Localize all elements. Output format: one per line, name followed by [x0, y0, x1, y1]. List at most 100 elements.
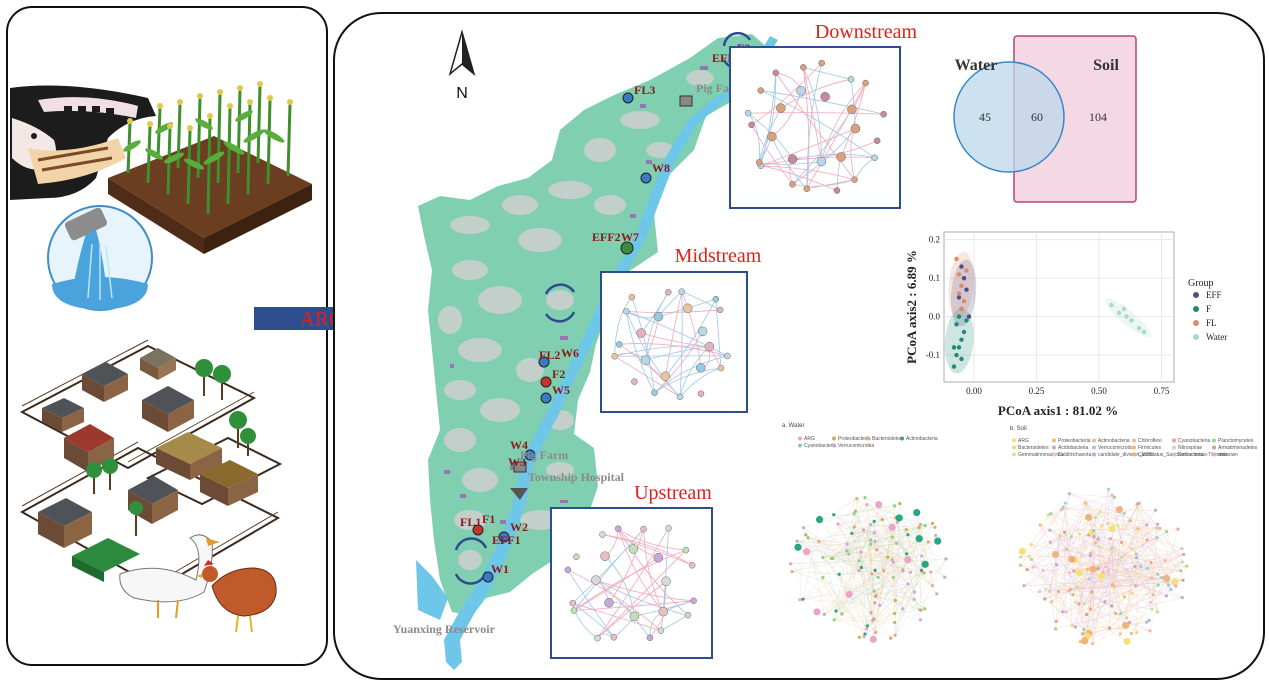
network-edge	[751, 62, 823, 126]
network-node	[1018, 563, 1022, 567]
network-edge	[837, 523, 908, 561]
network-node	[1067, 492, 1072, 496]
network-node	[1176, 527, 1180, 531]
network-edge	[1086, 613, 1116, 615]
network-legend-swatch	[866, 436, 870, 441]
network-node	[821, 576, 825, 580]
network-edge	[1056, 562, 1152, 566]
irrigation-water-icon	[47, 205, 153, 311]
network-node	[918, 618, 923, 622]
network-node	[1082, 627, 1086, 632]
network-edge	[1138, 503, 1187, 567]
network-node	[640, 525, 647, 533]
network-edge	[572, 602, 662, 632]
network-edge	[1100, 511, 1158, 525]
network-node	[892, 611, 897, 616]
network-edge	[1020, 565, 1147, 623]
network-node	[1084, 513, 1093, 521]
network-edge	[819, 498, 857, 520]
network-edge	[662, 528, 669, 612]
network-node	[1180, 547, 1184, 551]
pcoa-legend-swatch	[1193, 306, 1199, 312]
network-edge	[894, 570, 922, 636]
pcoa-y-tick-label: -0.1	[926, 350, 940, 360]
network-legend-label: Proteobacteria	[838, 436, 871, 442]
network-node	[1071, 558, 1075, 562]
network-edge	[1086, 503, 1103, 526]
network-node	[919, 568, 924, 572]
network-edge	[1045, 588, 1167, 597]
network-legend-label: Bacteroidetes	[872, 436, 903, 442]
network-node	[1093, 515, 1097, 520]
network-edge	[791, 540, 938, 572]
network-node	[1112, 585, 1117, 589]
network-edge	[1058, 568, 1148, 592]
pcoa-point	[956, 345, 962, 350]
network-edge	[899, 503, 920, 539]
network-node	[599, 531, 606, 538]
network-edge	[572, 602, 598, 639]
network-edge	[858, 557, 888, 571]
network-edge	[1084, 548, 1183, 604]
network-node	[790, 570, 794, 574]
network-edge	[641, 332, 710, 348]
network-node	[1156, 522, 1160, 526]
network-node	[1088, 553, 1092, 558]
pcoa-x-tick-label: 0.00	[966, 386, 982, 396]
network-legend-label: Gemmatimonadetes	[1018, 452, 1064, 458]
network-node	[1139, 564, 1143, 568]
network-node	[789, 562, 793, 566]
network-node	[1151, 593, 1155, 597]
network-node	[614, 525, 622, 532]
hospital-label: Township Hospital	[528, 470, 625, 484]
network-node	[776, 103, 786, 113]
network-legend-swatch	[1052, 452, 1056, 457]
network-node	[857, 568, 861, 573]
network-edge	[833, 514, 922, 557]
network-edge	[679, 367, 722, 398]
network-node	[646, 634, 654, 642]
network-edge	[848, 498, 857, 595]
network-node	[868, 522, 873, 527]
network-edge	[846, 550, 868, 626]
network-node	[869, 542, 873, 546]
network-node	[875, 500, 883, 509]
network-edge	[573, 549, 687, 611]
network-node	[1108, 524, 1116, 533]
network-edge	[665, 291, 683, 377]
network-edge	[1055, 597, 1183, 630]
network-edge	[760, 165, 855, 181]
network-edge	[902, 527, 920, 570]
network-node	[806, 536, 810, 540]
network-edge	[654, 355, 728, 394]
network-legend-label: Deinococcus-Thermus	[1178, 452, 1229, 458]
network-node	[748, 121, 755, 129]
network-edge	[834, 595, 877, 620]
network-edge	[1090, 608, 1151, 632]
network-edge	[1086, 614, 1110, 629]
network-node	[934, 533, 938, 537]
network-node	[813, 608, 821, 616]
network-edge	[751, 124, 793, 185]
network-legend-label: Actinobacteria	[906, 436, 938, 442]
pcoa-point	[956, 295, 962, 300]
soil-network-title: b. Soil	[1010, 426, 1027, 432]
network-node	[1129, 547, 1133, 551]
network-edge	[1110, 538, 1122, 543]
network-node	[1120, 555, 1124, 559]
network-edge	[681, 291, 702, 368]
network-edge	[1147, 568, 1181, 572]
network-edge	[837, 517, 900, 525]
pcoa-legend-title: Group	[1188, 278, 1214, 289]
network-node	[1059, 507, 1064, 512]
network-node	[874, 548, 879, 552]
network-node	[870, 572, 874, 576]
network-legend-swatch	[900, 436, 904, 441]
network-node	[1056, 590, 1061, 594]
network-edge	[1097, 524, 1158, 569]
network-node	[832, 618, 836, 622]
network-edge	[914, 541, 929, 593]
network-edge	[645, 346, 710, 361]
network-edge	[806, 551, 843, 615]
network-edge	[866, 504, 926, 526]
